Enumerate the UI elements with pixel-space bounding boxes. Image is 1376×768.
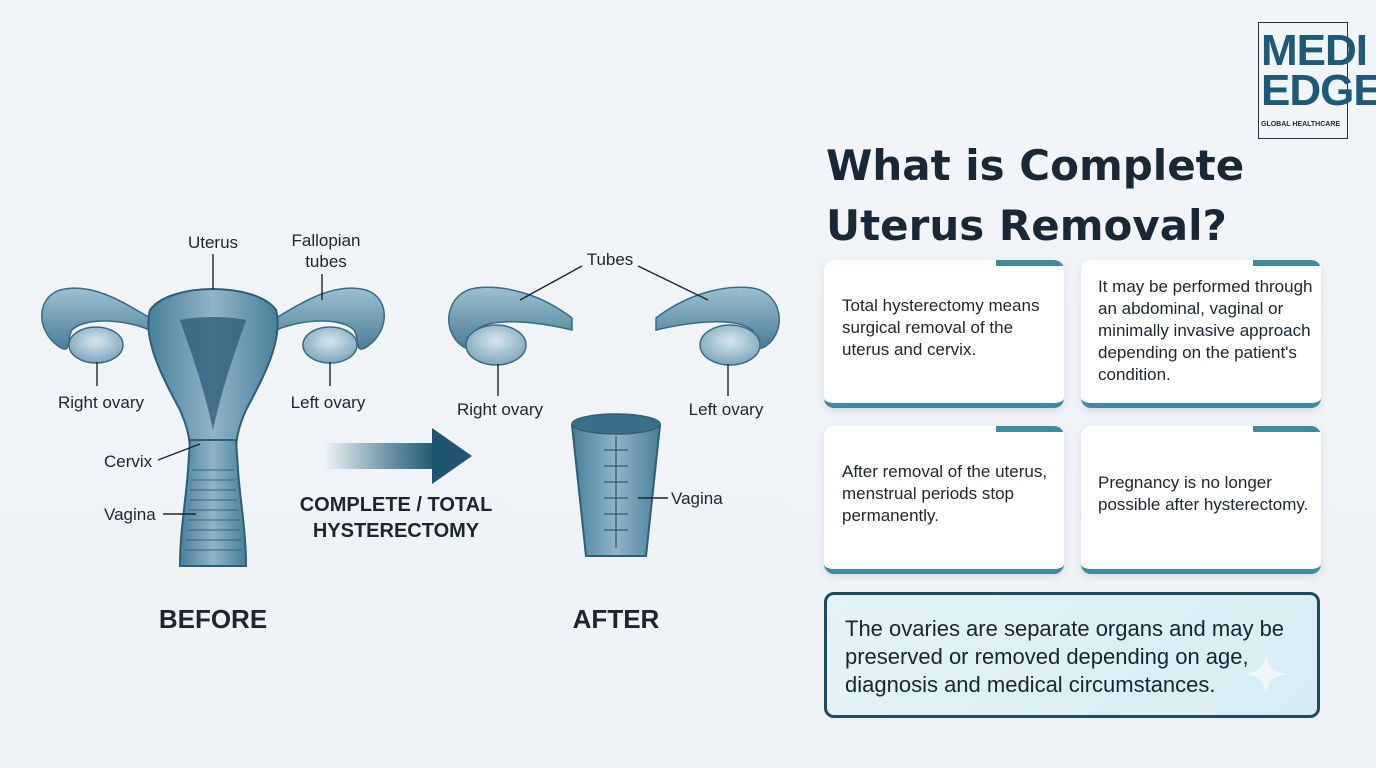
info-card: It may be performed through an abdominal…	[1081, 260, 1321, 408]
label-before-right-ovary: Right ovary	[58, 393, 144, 412]
procedure-label-line1: COMPLETE / TOTAL	[300, 494, 493, 516]
label-before-vagina: Vagina	[104, 505, 156, 524]
ovaries-note-text: The ovaries are separate organs and may …	[845, 616, 1285, 697]
caption-after: AFTER	[573, 604, 660, 634]
procedure-arrow	[324, 428, 472, 484]
hysterectomy-diagram: Uterus Fallopian tubes Right ovary Left …	[41, 231, 780, 634]
logo-line1: MEDI	[1261, 26, 1368, 75]
label-fallopian-tubes-line1: Fallopian	[292, 231, 361, 250]
label-after-right-ovary: Right ovary	[457, 400, 543, 419]
info-card-text: It may be performed through an abdominal…	[1098, 277, 1313, 384]
logo-line2: EDGE	[1261, 66, 1376, 115]
label-uterus: Uterus	[188, 233, 238, 252]
info-card-text: Total hysterectomy means surgical remova…	[842, 295, 1040, 359]
label-fallopian-tubes-line2: tubes	[305, 252, 347, 271]
label-before-left-ovary: Left ovary	[291, 393, 366, 412]
before-uterus-illustration	[41, 287, 385, 567]
page-title: What is Complete Uterus Removal?	[826, 141, 1245, 250]
info-card: After removal of the uterus, menstrual p…	[824, 426, 1064, 574]
label-tubes: Tubes	[587, 250, 634, 269]
procedure-label-line2: HYSTERECTOMY	[313, 520, 480, 542]
label-cervix: Cervix	[104, 452, 153, 471]
before-left-ovary	[302, 326, 358, 364]
label-after-vagina: Vagina	[671, 489, 723, 508]
info-card: Total hysterectomy means surgical remova…	[824, 260, 1064, 408]
after-left-ovary	[699, 324, 761, 366]
after-illustration	[448, 286, 780, 557]
sparkle-icon	[1245, 653, 1287, 695]
before-right-ovary	[68, 326, 124, 364]
logo-tagline: GLOBAL HEALTHCARE	[1261, 121, 1341, 128]
label-after-left-ovary: Left ovary	[689, 400, 764, 419]
ovaries-note: The ovaries are separate organs and may …	[824, 592, 1320, 718]
info-card-text: After removal of the uterus, menstrual p…	[842, 461, 1048, 525]
brand-logo: MEDI EDGE GLOBAL HEALTHCARE	[1258, 22, 1376, 139]
after-right-ovary	[465, 324, 527, 366]
info-card-text: Pregnancy is no longer possible after hy…	[1098, 472, 1309, 514]
info-card: Pregnancy is no longer possible after hy…	[1081, 426, 1321, 574]
caption-before: BEFORE	[159, 604, 267, 634]
